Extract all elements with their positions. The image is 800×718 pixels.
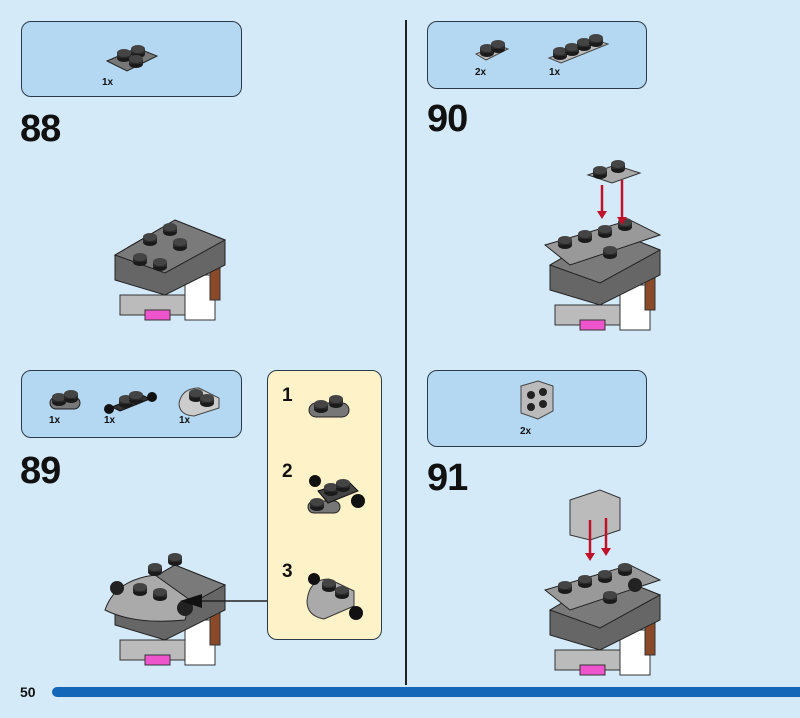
substep-1-model (308, 395, 350, 418)
substep-2-model (307, 475, 365, 514)
step-number-88: 88 (20, 108, 61, 150)
parts-callout-step-91: 2x (427, 370, 647, 447)
part-qty: 1x (549, 67, 561, 78)
parts-callout-step-89: 1x 1x 1x (21, 370, 242, 438)
model-step-91 (543, 489, 662, 676)
substep-3-model (306, 573, 363, 620)
model-step-90 (543, 160, 662, 331)
part-qty: 1x (102, 77, 114, 88)
part-qty: 1x (104, 415, 116, 426)
parts-callout-step-88: 1x (21, 21, 242, 97)
substep-number: 1 (282, 385, 293, 406)
placement-arrow (585, 518, 611, 561)
substep-number: 3 (282, 561, 293, 582)
part-qty: 2x (475, 67, 487, 78)
substep-number: 2 (282, 461, 293, 482)
bracket-icon (520, 380, 554, 420)
step-number-91: 91 (427, 457, 468, 499)
part-qty: 1x (49, 415, 61, 426)
substep-callout: 1 2 3 (267, 370, 382, 640)
part-qty: 1x (179, 415, 191, 426)
plate-with-clip-icon (105, 45, 159, 72)
plate-1x2-round-icon (49, 390, 81, 410)
step-number-90: 90 (427, 98, 468, 140)
progress-bar (52, 687, 800, 697)
model-step-88 (114, 219, 226, 321)
plate-1x2-icon (474, 40, 510, 61)
page-number: 50 (20, 684, 36, 700)
part-qty: 2x (520, 426, 532, 437)
plate-with-bars-icon (104, 391, 157, 414)
wedge-plate-icon (178, 387, 220, 417)
step-number-89: 89 (20, 450, 61, 492)
model-step-89 (104, 553, 226, 666)
plate-1x4-icon (547, 34, 610, 64)
parts-callout-step-90: 2x 1x (427, 21, 647, 89)
column-divider (405, 20, 407, 685)
placement-arrow (597, 180, 627, 225)
callout-arrow (180, 594, 268, 608)
